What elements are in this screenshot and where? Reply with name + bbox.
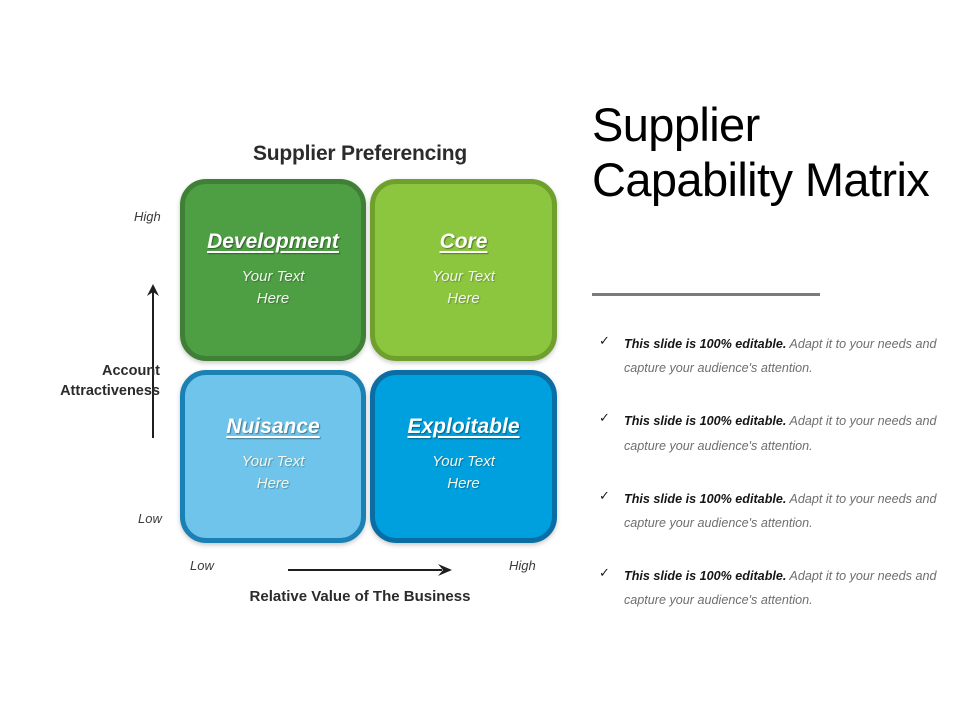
- check-icon: ✓: [599, 487, 610, 503]
- quadrant-exploitable-label: Exploitable: [407, 415, 520, 438]
- check-icon: ✓: [599, 333, 610, 348]
- list-item: ✓ This slide is 100% editable. Adapt it …: [596, 564, 946, 612]
- x-axis-low-tick: Low: [190, 558, 214, 573]
- list-item-text: This slide is 100% editable. Adapt it to…: [624, 414, 936, 452]
- title-divider: [592, 293, 820, 296]
- list-item: ✓ This slide is 100% editable. Adapt it …: [596, 332, 946, 380]
- quadrant-core-label: Core: [439, 230, 488, 253]
- list-item-rest: Adapt it to your needs and capture your …: [624, 337, 937, 376]
- matrix-title: Supplier Preferencing: [252, 142, 468, 165]
- quadrant-development-label: Development: [207, 230, 339, 253]
- bullet-list: ✓ This slide is 100% editable. Adapt it …: [596, 332, 946, 641]
- x-axis-high-tick: High: [509, 558, 536, 573]
- list-item-text: This slide is 100% editable. Adapt it to…: [624, 492, 936, 530]
- list-item: ✓ This slide is 100% editable. Adapt it …: [596, 409, 946, 457]
- quadrant-nuisance-label: Nuisance: [226, 415, 320, 438]
- arrow-up-icon: [143, 282, 163, 445]
- y-axis-high-tick: High: [134, 209, 161, 224]
- page-title: Supplier Capability Matrix: [592, 98, 930, 206]
- list-item-rest: Adapt it to your needs and capture your …: [624, 569, 937, 608]
- list-item-lead: This slide is 100% editable.: [624, 491, 787, 506]
- list-item-lead: This slide is 100% editable.: [624, 414, 787, 429]
- list-item-rest: Adapt it to your needs and capture your …: [624, 491, 937, 530]
- list-item-text: This slide is 100% editable. Adapt it to…: [624, 569, 936, 607]
- description-panel: Supplier Capability Matrix ✓ This slide …: [592, 0, 960, 720]
- list-item-lead: This slide is 100% editable.: [624, 569, 787, 584]
- check-icon: ✓: [599, 410, 610, 426]
- list-item-lead: This slide is 100% editable.: [624, 337, 787, 351]
- list-item-text: This slide is 100% editable. Adapt it to…: [624, 337, 936, 375]
- list-item-rest: Adapt it to your needs and capture your …: [624, 414, 937, 453]
- x-axis-label: Relative Value of The Business: [249, 588, 471, 605]
- arrow-right-icon: [286, 560, 454, 585]
- supplier-preferencing-matrix: Supplier Preferencing Development Your T…: [60, 142, 557, 605]
- y-axis-low-tick: Low: [138, 511, 162, 526]
- list-item: ✓ This slide is 100% editable. Adapt it …: [596, 487, 946, 535]
- check-icon: ✓: [599, 565, 610, 581]
